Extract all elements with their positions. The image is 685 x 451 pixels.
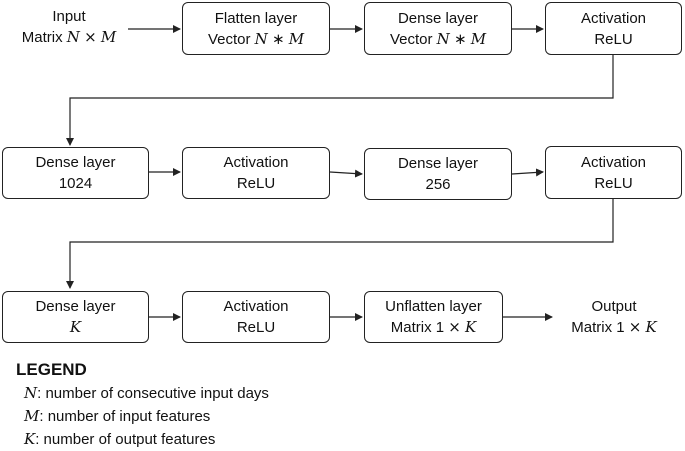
flatten-layer-shape: Vector N ∗ M xyxy=(207,29,305,48)
legend: LEGEND N: number of consecutive input da… xyxy=(16,358,269,451)
activation-value: ReLU xyxy=(594,174,633,192)
dense-layer-vector-box: Dense layer Vector N ∗ M xyxy=(364,2,512,55)
input-title: Input xyxy=(52,8,86,25)
activation-box-row3: Activation ReLU xyxy=(182,291,330,343)
activation-title: Activation xyxy=(580,9,647,27)
unflatten-layer-title: Unflatten layer xyxy=(385,298,482,315)
flatten-layer-title: Flatten layer xyxy=(214,9,298,27)
input-label: Input Matrix N × M xyxy=(10,6,128,48)
activation-title: Activation xyxy=(580,153,647,171)
dense-layer-units: 1024 xyxy=(58,175,93,192)
activation-title: Activation xyxy=(223,154,289,171)
dense-layer-title: Dense layer xyxy=(35,154,116,171)
flatten-layer-box: Flatten layer Vector N ∗ M xyxy=(182,2,330,55)
activation-value: ReLU xyxy=(236,319,276,336)
arrow-activation-to-dense256 xyxy=(329,169,363,178)
activation-value: ReLU xyxy=(594,30,633,48)
dense-layer-title: Dense layer xyxy=(397,155,479,172)
activation-title: Activation xyxy=(223,298,289,315)
output-shape: Matrix 1 × K xyxy=(571,318,657,336)
dense-layer-units: 256 xyxy=(425,176,451,193)
dense-layer-title: Dense layer xyxy=(397,9,479,27)
unflatten-layer-box: Unflatten layer Matrix 1 × K xyxy=(364,291,503,343)
output-title: Output xyxy=(591,298,637,315)
activation-box-row1: Activation ReLU xyxy=(545,2,682,55)
input-shape: Matrix N × M xyxy=(21,28,117,46)
legend-item-m: M: number of input features xyxy=(24,407,211,425)
legend-title: LEGEND xyxy=(16,360,87,379)
dense-layer-1024-box: Dense layer 1024 xyxy=(2,147,149,199)
dense-layer-k-box: Dense layer K xyxy=(2,291,149,343)
dense-layer-units: K xyxy=(69,318,82,336)
activation-box-row2a: Activation ReLU xyxy=(182,147,330,199)
legend-item-k: K: number of output features xyxy=(24,430,216,448)
activation-value: ReLU xyxy=(236,175,276,192)
arrow-wrap-row2-to-row3 xyxy=(66,199,614,289)
activation-box-row2b: Activation ReLU xyxy=(545,146,682,199)
unflatten-layer-shape: Matrix 1 × K xyxy=(390,318,477,336)
dense-layer-shape: Vector N ∗ M xyxy=(389,29,487,48)
output-label: Output Matrix 1 × K xyxy=(554,296,674,338)
dense-layer-title: Dense layer xyxy=(35,298,116,315)
dense-layer-256-box: Dense layer 256 xyxy=(364,148,512,200)
legend-item-n: N: number of consecutive input days xyxy=(24,384,269,402)
arrow-wrap-row1-to-row2 xyxy=(66,55,614,146)
arrow-dense256-to-activation xyxy=(511,168,544,177)
